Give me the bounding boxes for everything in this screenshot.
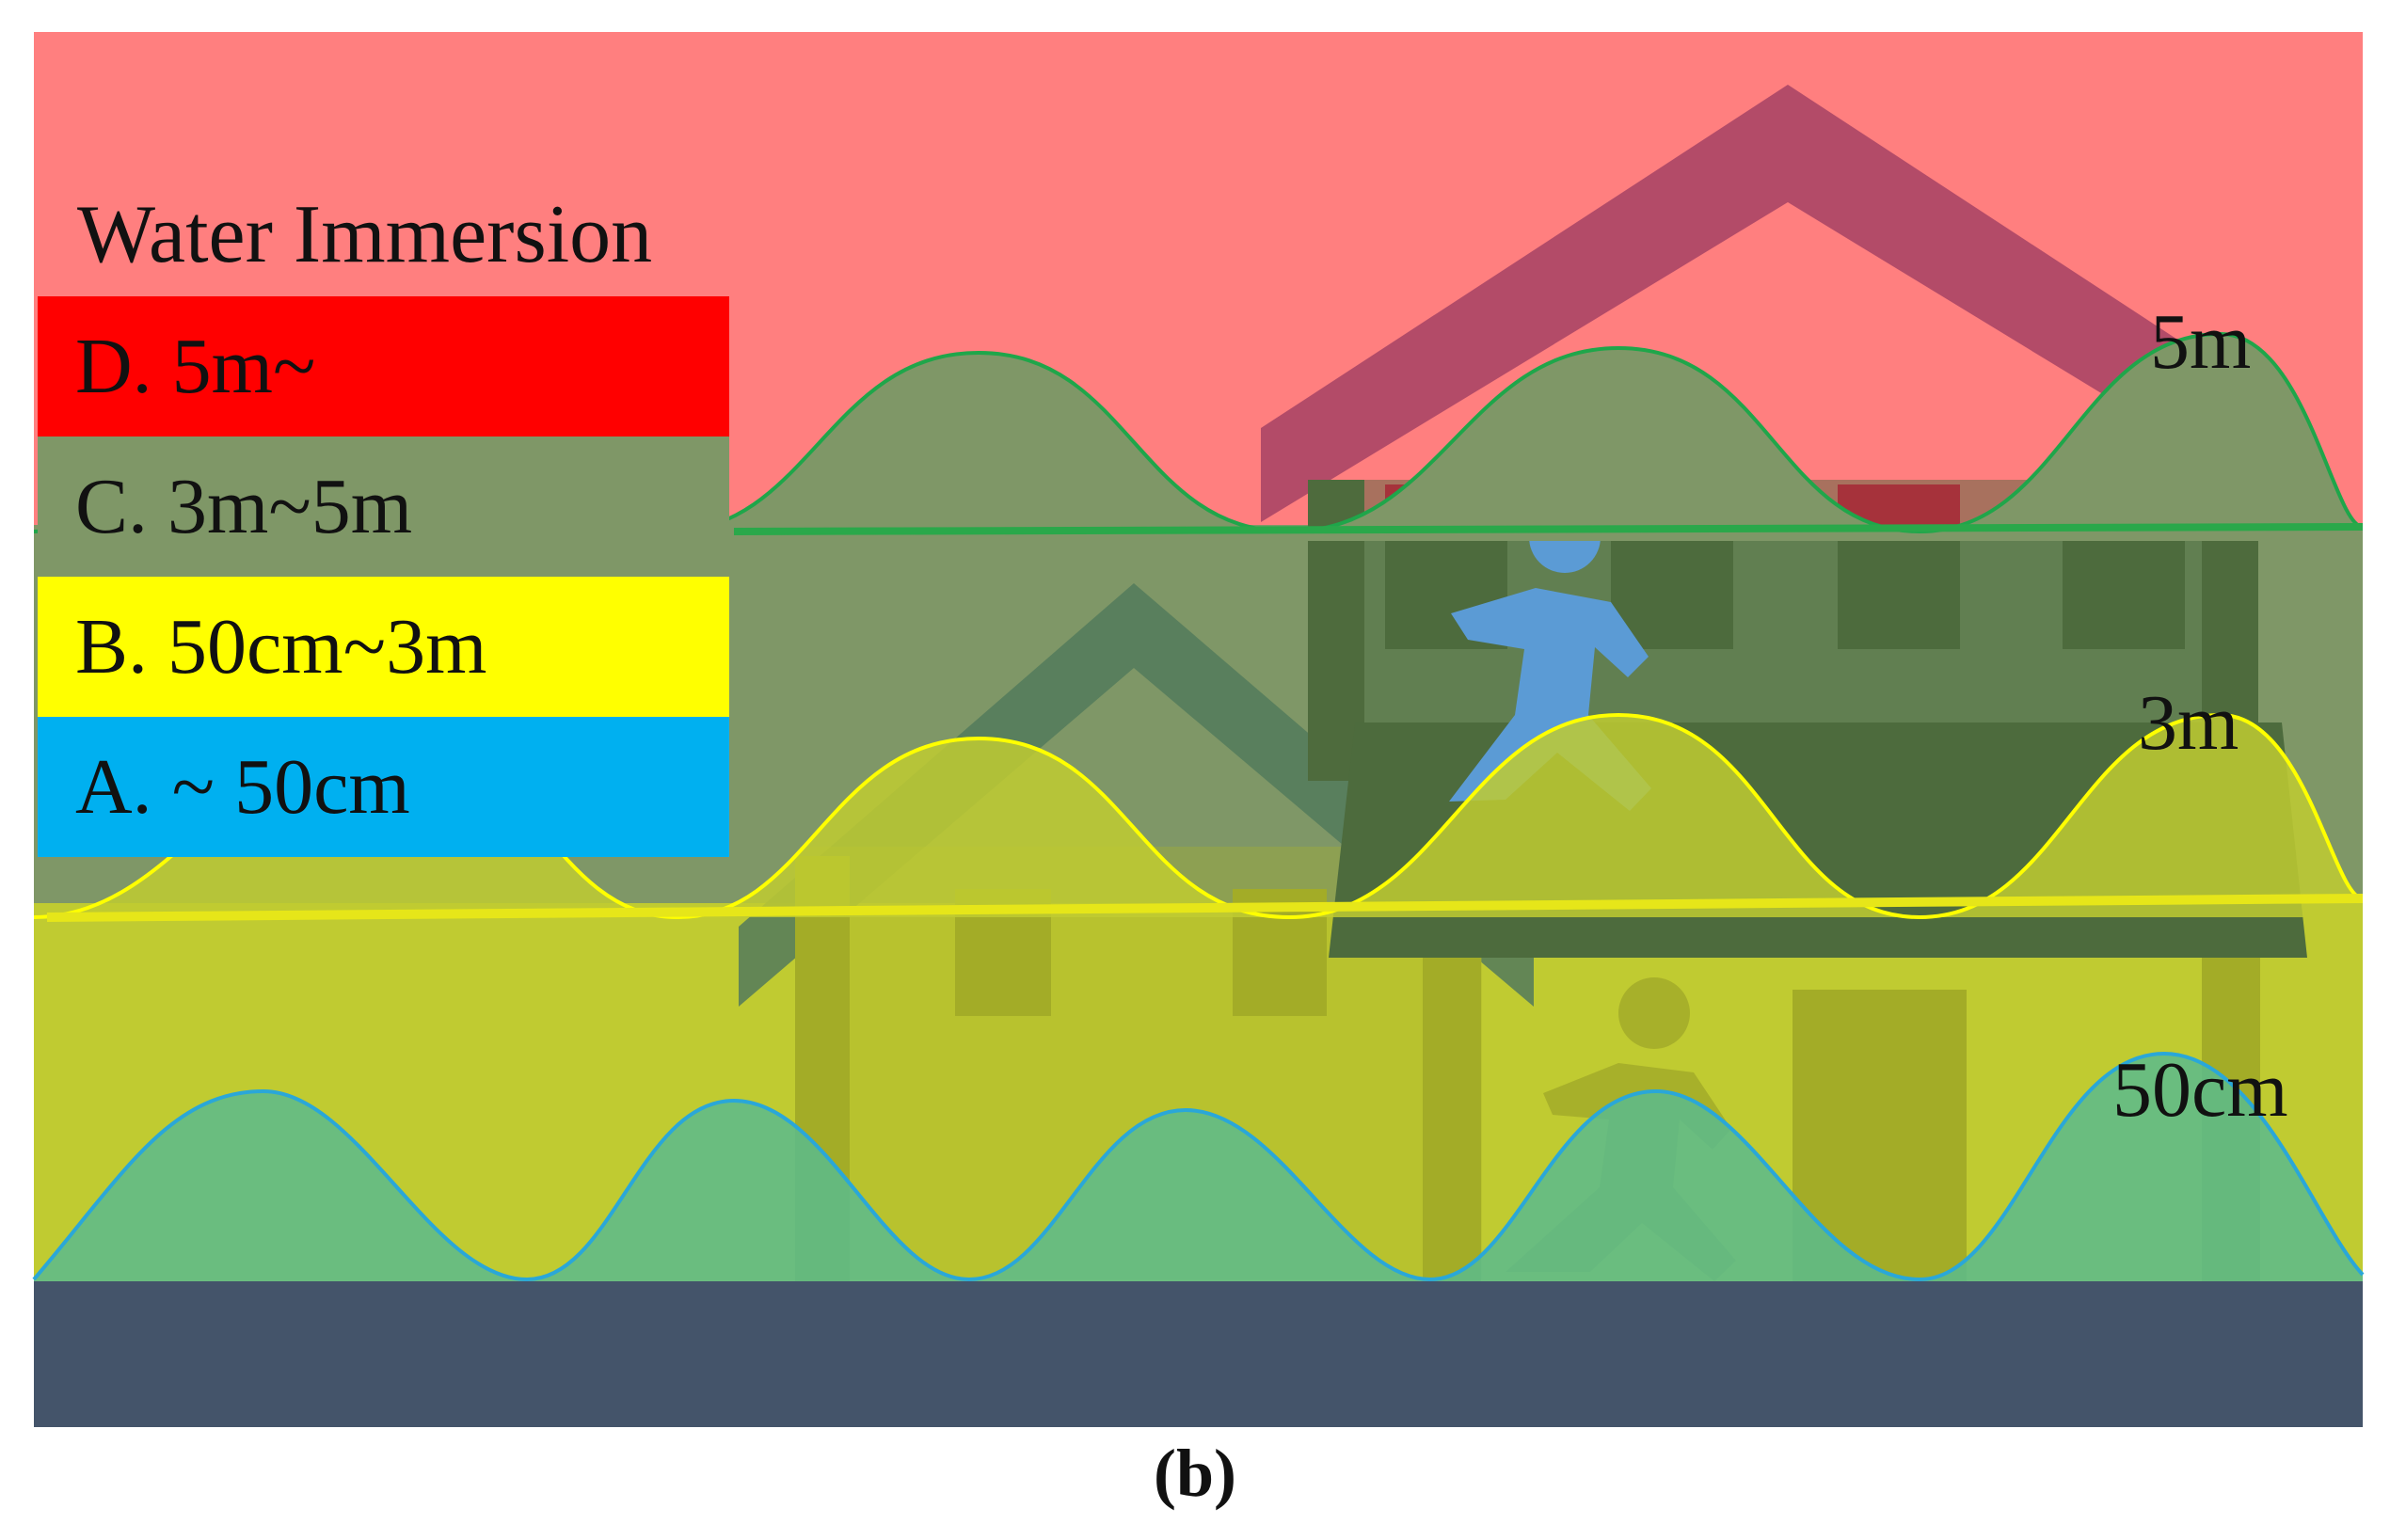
wave-a-line (32, 1051, 2365, 1282)
legend: Water Immersion D. 5m~ C. 3m~5m B. 50cm~… (38, 174, 729, 857)
big-house-ground-pillar-left (1423, 958, 1481, 1282)
level-label-5m: 5m (2150, 298, 2252, 386)
level-label-50cm: 50cm (2112, 1046, 2288, 1134)
level-3m-line (46, 894, 2364, 922)
wave-b-fill (34, 715, 2363, 917)
ground (34, 1281, 2363, 1427)
wave-c-fill (34, 334, 2363, 541)
figure-caption: (b) (1154, 1436, 1236, 1511)
wave-a-fill (34, 1054, 2363, 1284)
legend-item-c: C. 3m~5m (38, 437, 729, 577)
legend-item-d: D. 5m~ (38, 296, 729, 437)
level-5m-line (733, 523, 2364, 535)
legend-item-a: A. ~ 50cm (38, 717, 729, 857)
big-house-roof (1261, 85, 2313, 522)
level-label-3m: 3m (2138, 679, 2239, 767)
legend-item-b: B. 50cm~3m (38, 577, 729, 717)
person-lower-head (1618, 977, 1690, 1049)
legend-title: Water Immersion (77, 189, 653, 280)
